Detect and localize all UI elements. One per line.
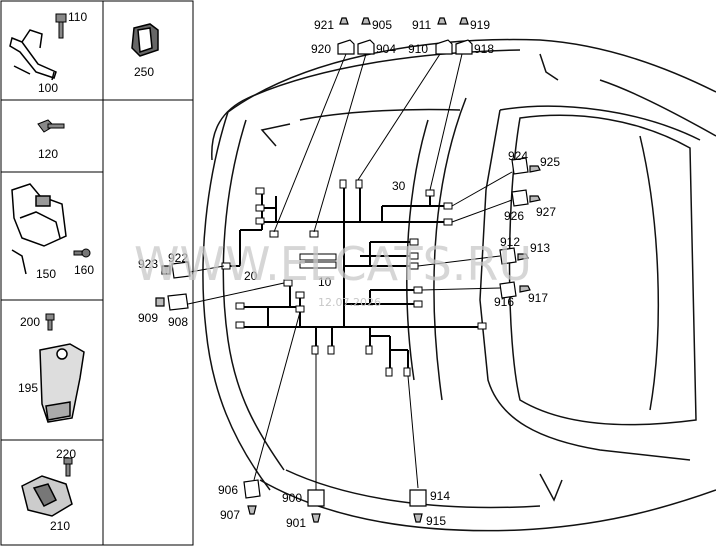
screw-110-illustration <box>55 13 67 39</box>
harness-label-10: 10 <box>318 275 332 289</box>
callout-901: 901 <box>286 516 306 530</box>
callout-916: 916 <box>494 295 514 309</box>
callout-922: 922 <box>168 251 188 265</box>
watermark-text: WWW.ELCATS.RU <box>134 237 532 291</box>
callout-913: 913 <box>530 241 550 255</box>
part-label-200: 200 <box>20 315 40 329</box>
callout-900: 900 <box>282 491 302 505</box>
parts-panel-labels: 110 100 250 120 150 160 200 195 220 210 <box>18 10 154 533</box>
part-label-120: 120 <box>38 147 58 161</box>
part-label-150: 150 <box>36 267 56 281</box>
callout-906: 906 <box>218 483 238 497</box>
callout-921: 921 <box>314 18 334 32</box>
bracket-150-illustration <box>11 183 67 275</box>
callout-926: 926 <box>504 209 524 223</box>
callout-904: 904 <box>376 42 396 56</box>
callout-924: 924 <box>508 149 528 163</box>
callout-907: 907 <box>220 508 240 522</box>
callout-911: 911 <box>412 18 431 32</box>
callout-927: 927 <box>536 205 556 219</box>
callout-919: 919 <box>470 18 490 32</box>
callout-909: 909 <box>138 311 158 325</box>
part-label-220: 220 <box>56 447 76 461</box>
callout-914: 914 <box>430 489 450 503</box>
connector-symbols <box>155 17 541 523</box>
screw-220-illustration <box>63 457 73 477</box>
part-label-110: 110 <box>68 10 87 24</box>
harness-connectors <box>221 179 487 377</box>
screw-200-illustration <box>45 313 55 331</box>
callout-912: 912 <box>500 235 520 249</box>
holder-210-illustration <box>21 475 73 517</box>
parts-panel-grid <box>0 0 194 546</box>
holder-195-illustration <box>39 343 85 423</box>
callout-925: 925 <box>540 155 560 169</box>
watermark: WWW.ELCATS.RU 12.07.2026 <box>134 237 532 309</box>
screw-120-illustration <box>37 119 65 133</box>
callout-labels: 921 905 911 919 920 904 910 918 924 925 … <box>138 18 560 530</box>
leader-lines <box>187 53 513 490</box>
harness-label-30: 30 <box>392 179 406 193</box>
callout-910: 910 <box>408 42 428 56</box>
callout-918: 918 <box>474 42 494 56</box>
callout-917: 917 <box>528 291 548 305</box>
callout-915: 915 <box>426 514 446 528</box>
watermark-date: 12.07.2026 <box>318 296 381 309</box>
callout-923: 923 <box>138 257 158 271</box>
screw-160-illustration <box>73 248 91 258</box>
part-label-210: 210 <box>50 519 70 533</box>
bracket-100-illustration <box>9 29 57 81</box>
wiring-harness <box>226 188 484 370</box>
part-label-195: 195 <box>18 381 38 395</box>
part-label-250: 250 <box>134 65 154 79</box>
harness-labels: 10 20 30 <box>244 179 406 289</box>
part-label-100: 100 <box>38 81 58 95</box>
callout-908: 908 <box>168 315 188 329</box>
callout-920: 920 <box>311 42 331 56</box>
clip-250-illustration <box>131 23 159 57</box>
part-label-160: 160 <box>74 263 94 277</box>
harness-label-20: 20 <box>244 269 258 283</box>
callout-905: 905 <box>372 18 392 32</box>
